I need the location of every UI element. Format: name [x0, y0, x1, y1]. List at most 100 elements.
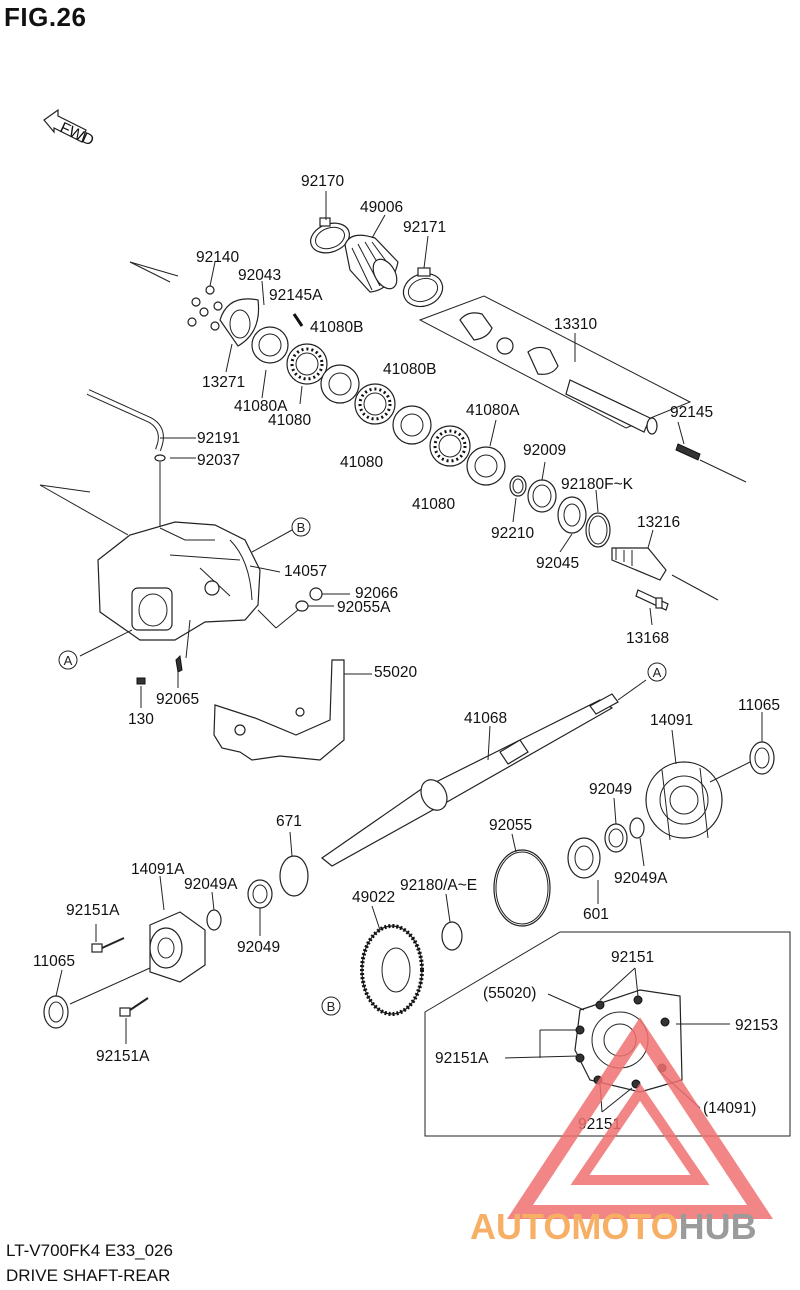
bracket-55020-icon	[213, 659, 345, 761]
label-14091: 14091	[650, 712, 693, 729]
label-92009: 92009	[523, 442, 566, 459]
label-41080-1: 41080	[268, 412, 311, 429]
propeller-shaft-13310-icon	[418, 295, 692, 435]
svg-text:A: A	[64, 653, 73, 668]
label-41080A-1: 41080A	[234, 398, 288, 415]
svg-text:B: B	[297, 520, 306, 535]
shim-92180-icon	[585, 512, 611, 548]
label-92049-2: 92049	[237, 939, 280, 956]
label-92037: 92037	[197, 452, 240, 469]
label-14091A: 14091A	[131, 861, 185, 878]
label-14057: 14057	[284, 563, 327, 580]
shim-92180AE-icon	[441, 921, 463, 951]
ring-92210-icon	[509, 475, 527, 497]
bearing-11065-2-icon	[43, 995, 69, 1029]
leader-lines	[55, 191, 763, 1113]
pinion-13216-icon	[611, 547, 667, 581]
friction-disc-41080-2-icon	[354, 383, 396, 425]
bolt-92145-icon	[675, 443, 701, 461]
label-130: 130	[128, 711, 154, 728]
label-92151A-1: 92151A	[66, 902, 120, 919]
bolt-92151A-2-icon	[119, 997, 149, 1017]
label-92191: 92191	[197, 430, 240, 447]
ref-marker-b-bottom: B	[321, 996, 341, 1016]
fwd-arrow-icon: FWD	[43, 108, 96, 150]
label-13168: 13168	[626, 630, 669, 647]
label-92210: 92210	[491, 525, 534, 542]
gasket-92055A-icon	[295, 600, 309, 612]
label-92151-1: 92151	[611, 949, 654, 966]
oil-seal-92049-icon	[604, 823, 628, 853]
svg-text:B: B	[327, 999, 336, 1014]
clamp-92171-icon	[402, 267, 444, 308]
label-92151A-3: 92151A	[96, 1048, 150, 1065]
label-671: 671	[276, 813, 302, 830]
drive-shaft-41068-icon	[320, 693, 619, 867]
bearing-11065-icon	[749, 741, 775, 775]
label-41080-2: 41080	[340, 454, 383, 471]
bolt-92065-icon	[175, 654, 183, 673]
oil-seal-92049-2-icon	[247, 879, 273, 909]
ref-marker-a-right: A	[647, 662, 667, 682]
label-13216: 13216	[637, 514, 680, 531]
label-92140: 92140	[196, 249, 239, 266]
label-13310: 13310	[554, 316, 597, 333]
washers-92140-icon	[187, 285, 223, 331]
bolt-13168-icon	[635, 589, 669, 611]
label-92066: 92066	[355, 585, 398, 602]
label-11065-1: 11065	[738, 697, 780, 714]
bearing-601-icon	[567, 837, 601, 879]
svg-text:AUTOMOTOHUB: AUTOMOTOHUB	[470, 1206, 757, 1247]
friction-disc-41080-icon	[286, 343, 328, 385]
friction-disc-41080-3-icon	[429, 425, 471, 467]
bearing-92045-icon	[557, 496, 587, 534]
label-92055: 92055	[489, 817, 532, 834]
bolt-92151A-icon	[91, 937, 125, 953]
oil-seal-92009-icon	[527, 479, 557, 513]
label-92170: 92170	[301, 173, 344, 190]
footer-code: LT-V700FK4 E33_026	[6, 1241, 173, 1260]
plate-13271-icon	[219, 298, 260, 347]
label-13271: 13271	[202, 374, 245, 391]
watermark-text-automoto: AUTOMOTO	[470, 1206, 679, 1247]
clutch-plate-41080A-icon	[251, 326, 289, 364]
label-11065-2: 11065	[33, 953, 75, 970]
footer-name: DRIVE SHAFT-REAR	[6, 1266, 171, 1285]
watermark-text-hub: HUB	[679, 1206, 757, 1247]
label-55020: 55020	[374, 664, 417, 681]
label-92145: 92145	[670, 404, 713, 421]
ring-92049A-2-icon	[206, 909, 222, 931]
label-92043: 92043	[238, 267, 281, 284]
label-92151A-2: 92151A	[435, 1050, 489, 1067]
label-41080B-1: 41080B	[310, 319, 363, 336]
label-92055A: 92055A	[337, 599, 391, 616]
ring-gear-49022-icon	[360, 924, 424, 1016]
plug-92066-icon	[309, 587, 323, 601]
cover-14091A-icon	[149, 911, 206, 983]
label-92045: 92045	[536, 555, 579, 572]
label-41080-3: 41080	[412, 496, 455, 513]
boot-49006-icon	[344, 234, 399, 293]
pin-92145A-icon	[292, 313, 304, 327]
label-92065: 92065	[156, 691, 199, 708]
rear-cover-14091-icon	[645, 761, 723, 841]
ref-marker-a-left: A	[58, 650, 78, 670]
breather-tube-92191-icon	[86, 389, 164, 451]
clip-92037-icon	[154, 454, 166, 462]
svg-text:A: A	[653, 665, 662, 680]
differential-case-14057-icon	[97, 521, 261, 641]
label-92049-1: 92049	[589, 781, 632, 798]
clutch-plate-41080B-2-icon	[392, 405, 432, 445]
label-92180FK: 92180F~K	[561, 476, 634, 493]
label-92145A: 92145A	[269, 287, 323, 304]
clutch-plate-41080A-2-icon	[466, 446, 506, 486]
o-ring-671-icon	[279, 855, 309, 897]
clutch-plate-41080B-icon	[320, 364, 360, 404]
part-number-labels: 92170 49006 92171 92140 92043 92145A 410…	[33, 173, 780, 1133]
bolt-130-icon	[136, 677, 146, 685]
label-41080B-2: 41080B	[383, 361, 436, 378]
o-ring-92055-icon	[493, 849, 551, 927]
clamp-92170-icon	[310, 217, 350, 254]
label-49022: 49022	[352, 889, 395, 906]
